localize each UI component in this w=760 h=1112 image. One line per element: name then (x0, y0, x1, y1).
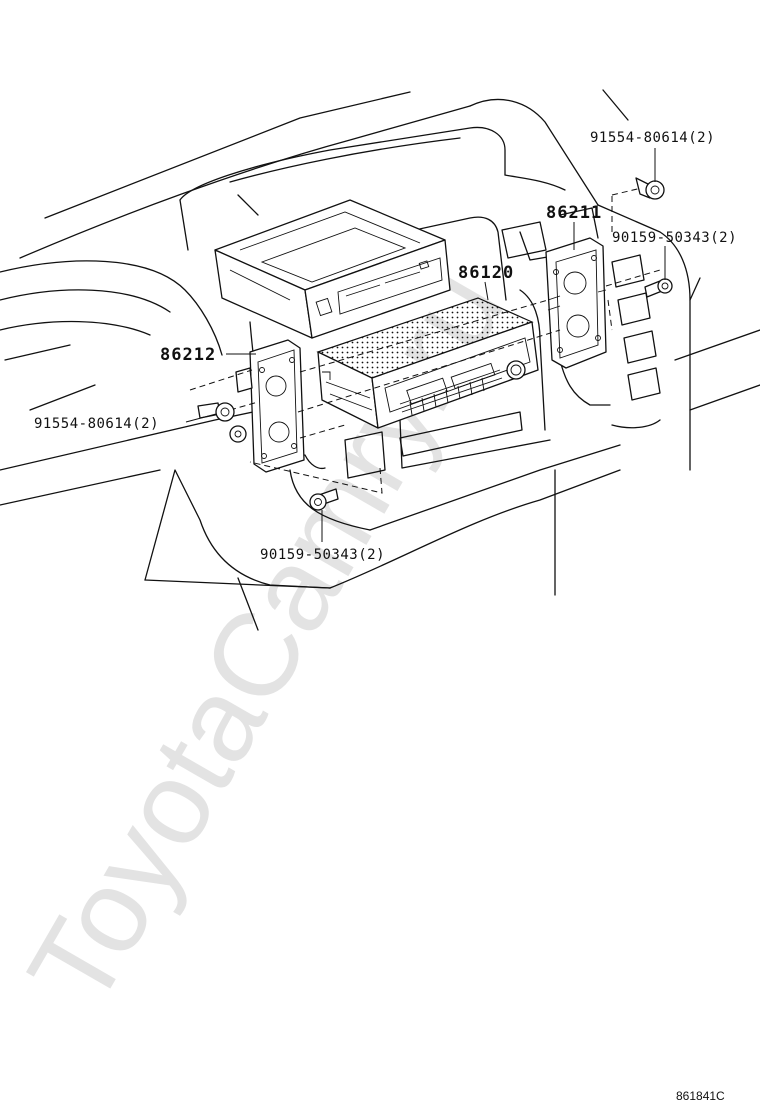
label-bracket-right: 86211 (546, 203, 602, 223)
bracket-86212 (229, 339, 305, 473)
bracket-86211 (545, 237, 607, 369)
label-bolt-right: 90159-50343(2) (612, 230, 737, 246)
label-screw-left: 91554-80614(2) (34, 416, 159, 432)
upper-deck-unit (214, 199, 451, 339)
radio-receiver-86120 (316, 297, 539, 429)
leader-lines (185, 148, 666, 542)
label-bolt-bottom: 90159-50343(2) (260, 547, 385, 563)
figure-code: 861841C (676, 1089, 725, 1103)
screw-91554-right (635, 177, 665, 200)
screw-91554-left (197, 402, 235, 422)
label-bracket-left: 86212 (160, 345, 216, 365)
bolt-90159-right (644, 278, 673, 298)
bolt-90159-bottom (309, 488, 339, 511)
label-screw-top-right: 91554-80614(2) (590, 130, 715, 146)
label-radio-receiver: 86120 (458, 263, 514, 283)
